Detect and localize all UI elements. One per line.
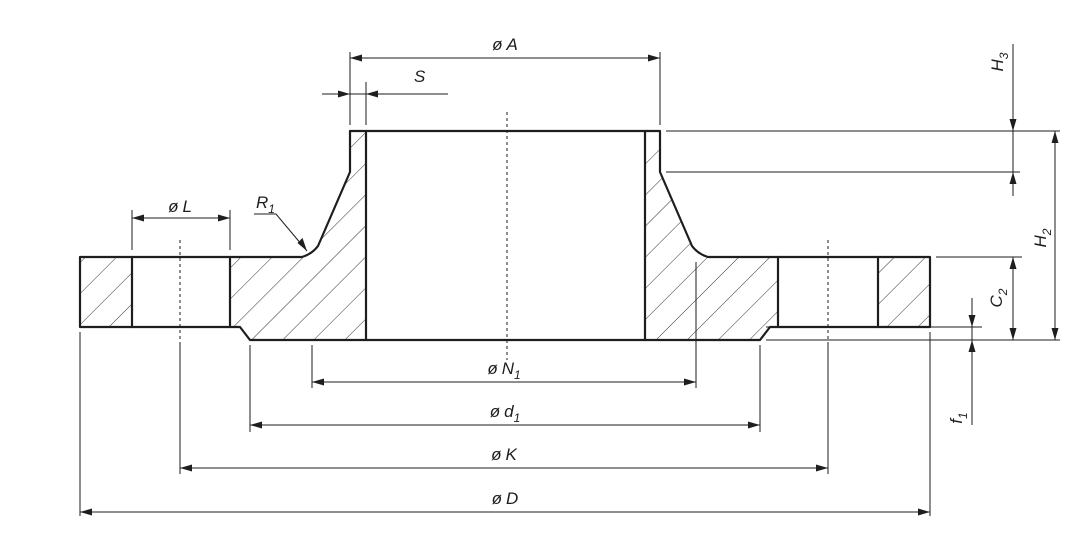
- right-body-section: [645, 131, 778, 340]
- right-rim-section: [878, 257, 930, 327]
- label-H2: H2: [1031, 228, 1054, 247]
- right-body-outline: [643, 129, 780, 342]
- label-R1: R1: [256, 193, 275, 216]
- left-rim-outline: [78, 255, 134, 329]
- label-C2: C2: [987, 288, 1010, 307]
- extension-lines: [79, 52, 1060, 516]
- centerlines: [179, 112, 829, 360]
- leader-R1: [254, 213, 308, 252]
- label-f1: f1: [947, 412, 970, 423]
- flange-outline: [78, 129, 932, 342]
- label-H3: H3: [988, 52, 1011, 71]
- label-S: S: [414, 67, 426, 86]
- left-body-outline: [228, 129, 368, 342]
- section-hatching: [80, 131, 930, 340]
- left-body-section: [230, 131, 366, 340]
- left-rim-section: [80, 257, 132, 327]
- arrowheads: [80, 54, 1059, 516]
